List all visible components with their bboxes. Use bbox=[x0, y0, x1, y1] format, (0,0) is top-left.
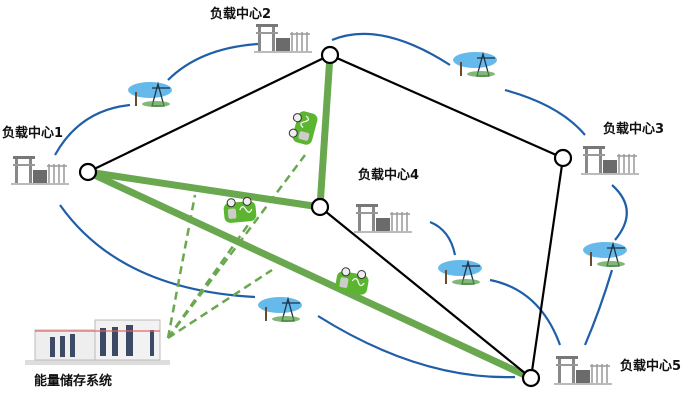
grid-line-4-5 bbox=[319, 206, 532, 379]
nodes bbox=[78, 45, 573, 388]
transmission-tower-icon bbox=[437, 259, 483, 286]
load-center-1-label: 负载中心1 bbox=[2, 126, 64, 141]
power-line bbox=[167, 42, 259, 81]
power-line bbox=[317, 315, 516, 379]
transport-link-2-4 bbox=[316, 51, 334, 211]
load-center-2-label: 负载中心2 bbox=[210, 7, 272, 22]
node-4 bbox=[310, 197, 330, 217]
transmission-tower-icon bbox=[257, 296, 303, 323]
energy-storage-label: 能量储存系统 bbox=[34, 374, 113, 389]
energy-storage-icon bbox=[25, 319, 170, 365]
electric-vehicle-icon bbox=[222, 196, 258, 224]
grid-line-2-3 bbox=[329, 53, 564, 160]
substation-icon bbox=[353, 203, 413, 234]
electric-vehicle-icon bbox=[286, 108, 320, 147]
transport-link-1-5 bbox=[84, 168, 535, 382]
substation-icon bbox=[580, 145, 640, 176]
substation-icon bbox=[253, 23, 313, 54]
power-lines bbox=[54, 32, 628, 379]
node-2 bbox=[320, 45, 340, 65]
transport-links bbox=[84, 51, 535, 382]
substation-icon bbox=[10, 155, 70, 186]
transmission-tower-icon bbox=[582, 241, 628, 268]
power-line bbox=[611, 184, 628, 241]
power-line bbox=[59, 204, 256, 299]
transmission-tower-icon bbox=[127, 81, 173, 108]
grid-line-3-5 bbox=[529, 157, 565, 379]
node-1 bbox=[78, 162, 98, 182]
load-center-3-label: 负载中心3 bbox=[603, 122, 665, 137]
power-line bbox=[331, 32, 451, 66]
load-center-4-label: 负载中心4 bbox=[358, 168, 420, 183]
node-3 bbox=[553, 148, 573, 168]
transport-link-1-4 bbox=[84, 168, 324, 211]
grid-lines bbox=[87, 53, 565, 379]
load-center-5-label: 负载中心5 bbox=[620, 359, 682, 374]
storage-links bbox=[166, 154, 307, 340]
substation-icon bbox=[553, 355, 613, 386]
power-line bbox=[429, 220, 457, 256]
grid-line-1-2 bbox=[87, 54, 331, 173]
node-5 bbox=[521, 368, 541, 388]
transmission-tower-icon bbox=[452, 51, 498, 78]
power-line bbox=[504, 88, 586, 136]
power-line bbox=[54, 103, 131, 156]
power-line bbox=[583, 269, 614, 346]
power-line bbox=[489, 278, 562, 346]
